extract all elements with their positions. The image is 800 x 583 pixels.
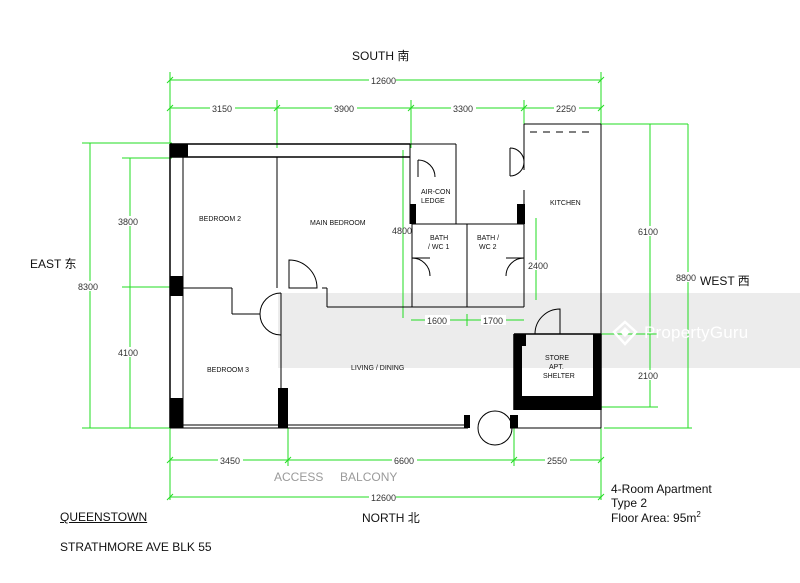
compass-south: SOUTH 南: [352, 48, 409, 63]
apartment-type-line1: 4-Room Apartment: [611, 482, 712, 496]
dim-top-total: 12600: [371, 76, 396, 86]
estate-name: QUEENSTOWN: [60, 510, 148, 524]
room-kitchen: KITCHEN: [550, 200, 581, 207]
floor-area: Floor Area: 95m2: [611, 510, 701, 525]
compass-north: NORTH 北: [362, 511, 420, 525]
dim-left-total: 8300: [78, 282, 98, 292]
compass-west: WEST 西: [700, 274, 750, 288]
dim-bottom-total: 12600: [371, 493, 396, 503]
dim-left-lower: 4100: [118, 348, 138, 358]
dim-bottom-2: 6600: [394, 456, 414, 466]
dim-bath-w1: 1600: [427, 316, 447, 326]
room-bath-1a: BATH: [430, 235, 448, 242]
dim-bath-w2: 1700: [483, 316, 503, 326]
room-aircon-ledge-1: AIR-CON: [421, 189, 451, 196]
dim-right-upper: 6100: [638, 227, 658, 237]
propertyguru-logo-icon: [612, 320, 638, 346]
dim-top-3: 3300: [453, 104, 473, 114]
room-bedroom-3: BEDROOM 3: [207, 367, 249, 374]
dim-top-4: 2250: [556, 104, 576, 114]
watermark-band: [278, 293, 800, 368]
dimension-labels: 12600 3150 3900 3300 2250 3450 6600 2550…: [76, 75, 699, 503]
room-bath-2b: WC 2: [479, 244, 497, 251]
apartment-type-line2: Type 2: [611, 496, 648, 510]
room-store-1: STORE: [545, 355, 569, 362]
dim-top-1: 3150: [212, 104, 232, 114]
watermark: PropertyGuru: [612, 315, 787, 351]
dim-right-total: 8800: [676, 273, 696, 283]
watermark-text: PropertyGuru: [644, 323, 749, 342]
dim-bath-side: 2400: [528, 261, 548, 271]
room-aircon-ledge-2: LEDGE: [421, 198, 445, 205]
dimension-ticks: [166, 76, 605, 501]
room-store-3: SHELTER: [543, 373, 575, 380]
address: STRATHMORE AVE BLK 55: [60, 540, 212, 554]
dim-top-2: 3900: [334, 104, 354, 114]
floor-area-label: Floor Area: 95m: [611, 511, 697, 525]
room-store-2: APT.: [549, 364, 564, 371]
dim-bottom-3: 2550: [547, 456, 567, 466]
room-bedroom-2: BEDROOM 2: [199, 216, 241, 223]
room-bath-2a: BATH /: [477, 235, 499, 242]
floor-area-sup: 2: [696, 510, 701, 519]
doors: [259, 147, 561, 446]
room-main-bedroom: MAIN BEDROOM: [310, 220, 366, 227]
access-balcony-label: ACCESS BALCONY: [274, 470, 397, 484]
dim-left-upper: 3800: [118, 217, 138, 227]
dim-bottom-1: 3450: [220, 456, 240, 466]
dim-right-lower: 2100: [638, 371, 658, 381]
room-bath-1b: / WC 1: [428, 244, 449, 251]
compass-east: EAST 东: [30, 257, 76, 271]
dim-bath-height: 4800: [392, 226, 412, 236]
wall-blocks: [170, 144, 601, 428]
room-living-dining: LIVING / DINING: [351, 365, 404, 372]
